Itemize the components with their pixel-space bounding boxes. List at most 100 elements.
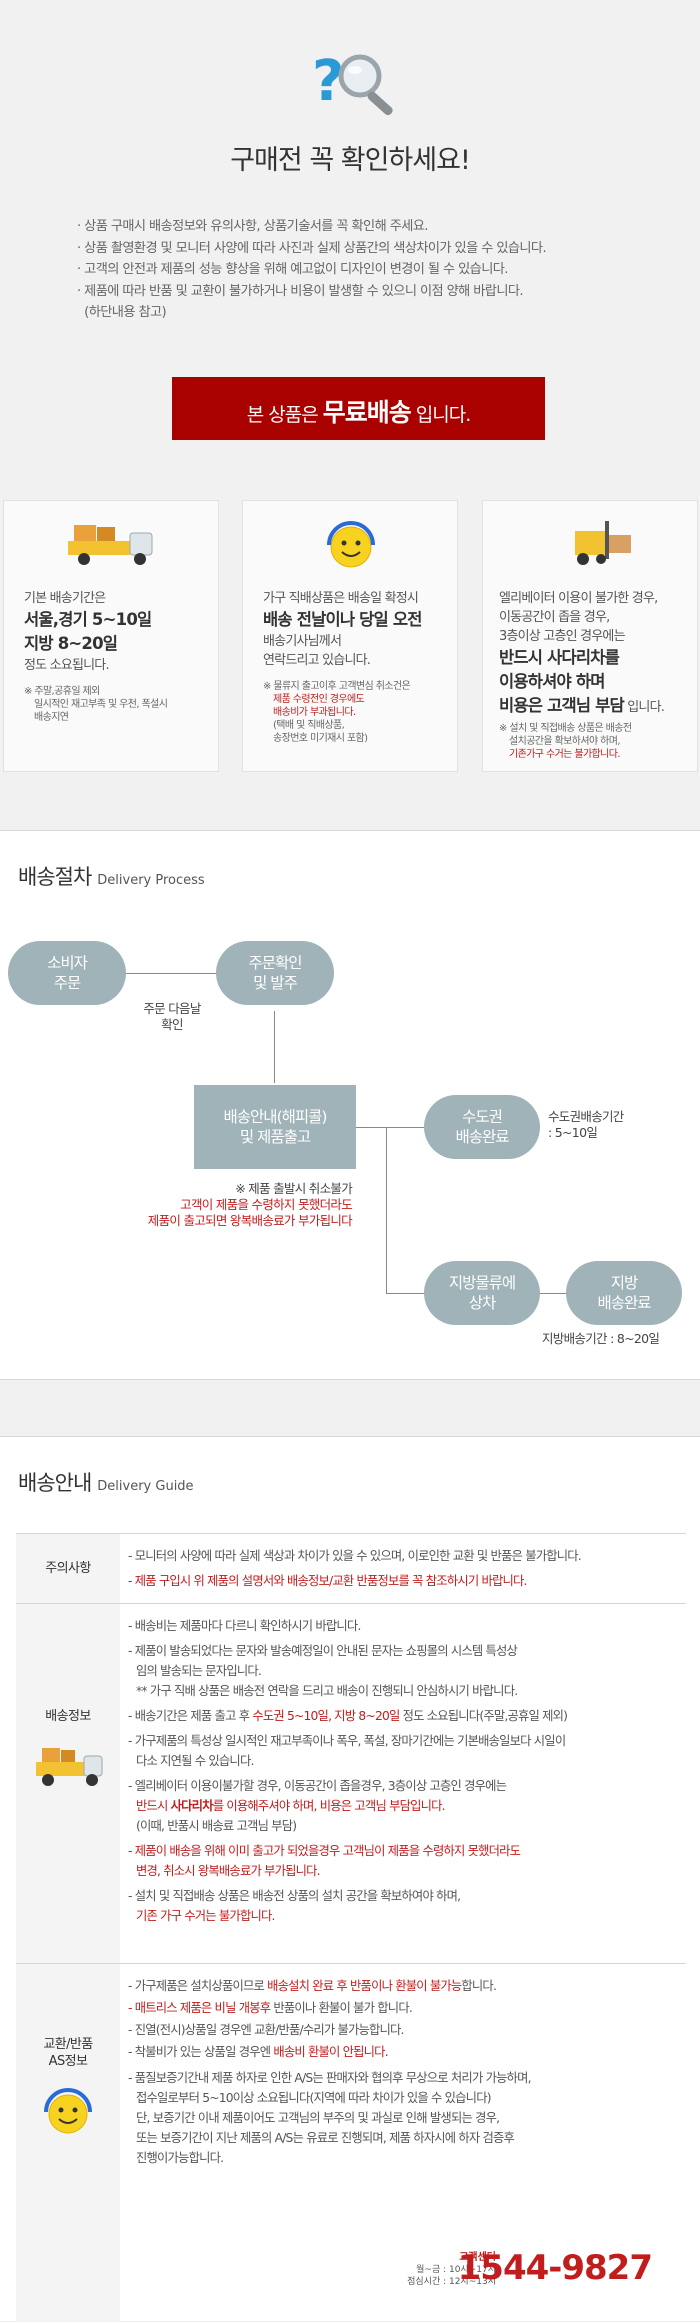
as-item: 단, 보증기간 이내 제품이어도 고객님의 부주의 및 과실로 인해 발생되는 … (136, 2111, 500, 2125)
row-label: 교환/반품 AS정보 (16, 2036, 120, 2070)
card-text: 배송기사님께서 (263, 634, 342, 649)
shipping-item-red: 수도권 5~10일, 지방 8~20일 (252, 1709, 400, 1723)
notice-item: · 제품에 따라 반품 및 교환이 불가하거나 비용이 발생할 수 있으니 이점… (77, 283, 524, 299)
shipping-item-red: 기존 가구 수거는 불가합니다. (136, 1909, 275, 1923)
node-delivery-guide: 배송안내(해피콜) 및 제품출고 (194, 1085, 356, 1169)
notice-list: · 상품 구매시 배송정보와 유의사항, 상품기술서를 꼭 확인해 주세요. ·… (77, 216, 657, 324)
as-item: - 품질보증기간내 제품 하자로 인한 A/S는 판매자와 협의후 무상으로 처… (128, 2071, 532, 2085)
shipping-item: - 엘리베이터 이용이불가할 경우, 이동공간이 좁을경우, 3층이상 고층인 … (128, 1779, 507, 1793)
regional-period-note: 지방배송기간 : 8~20일 (542, 1331, 660, 1346)
card-highlight: 비용은 고객님 부담 (499, 696, 625, 715)
connector-line (386, 1127, 387, 1293)
card-footnote: 설치공간을 확보하셔야 하며, (509, 736, 621, 747)
card-footnote: 일시적인 재고부족 및 우천, 폭설시 (34, 699, 168, 710)
card-footnote-red: 제품 수령전인 경우에도 (273, 694, 365, 705)
customer-center-hours: 점심시간 : 12시~13시 (407, 2277, 496, 2287)
row-label-cell: 교환/반품 AS정보 (16, 1964, 120, 2322)
row-label: 배송정보 (45, 1709, 91, 1724)
notice-item: · 상품 촬영환경 및 모니터 사양에 따라 사진과 실제 상품간의 색상차이가… (77, 240, 547, 256)
as-item: - 진열(전시)상품일 경우엔 교환/반품/수리가 불가능합니다. (128, 2023, 404, 2037)
delivery-truck-icon (36, 1748, 103, 1786)
card-highlight: 이용하셔야 하며 (499, 672, 605, 691)
connector-line (356, 1127, 426, 1128)
card-footnote: 배송지연 (34, 712, 69, 723)
shipping-item: 정도 소요됩니다(주말,공휴일 제외) (399, 1709, 568, 1723)
as-item: 또는 보증기간이 지난 제품의 A/S는 유료로 진행되며, 제품 하자시에 하… (136, 2131, 515, 2145)
shipping-item-red: 변경, 취소시 왕복배송료가 부가됩니다. (136, 1864, 321, 1878)
as-item-red: 배송설치 완료 후 반품이나 환불이 불가능 (267, 1979, 462, 1993)
card-text: 가구 직배상품은 배송일 확정시 (263, 591, 419, 606)
delivery-guide-section: 배송안내 Delivery Guide 주의사항 - 모니터의 사양에 따라 실제… (0, 1436, 700, 2322)
section-title: 배송안내 Delivery Guide (18, 1467, 194, 1497)
svg-text:?: ? (312, 49, 344, 114)
connector-line (274, 1011, 275, 1083)
shipping-item-red: 사다리차 (170, 1799, 214, 1813)
customer-center-phone[interactable]: 1544-9827 (457, 2248, 653, 2288)
card-footnote: ※ 설치 및 직접배송 상품은 배송전 (499, 723, 632, 734)
forklift-icon (575, 521, 631, 565)
card-highlight: 반드시 사다리차를 (499, 648, 620, 667)
as-item: 진행이가능합니다. (136, 2151, 224, 2165)
shipping-item-red: 반드시 (136, 1799, 171, 1813)
customer-center-hours: 월~금 : 10시~17시 (416, 2265, 496, 2275)
smiley-headset-icon (327, 521, 375, 568)
customer-center-info: 고객센터 월~금 : 10시~17시 점심시간 : 12시~13시 (407, 2252, 496, 2288)
card-footnote: ※ 물류지 출고이후 고객변심 취소건은 (263, 681, 411, 692)
connector-line (386, 1293, 426, 1294)
card-footnote: 송장번호 미기재시 포함) (273, 733, 368, 744)
section-title-en: Delivery Guide (97, 1479, 194, 1494)
delivery-period-card: 기본 배송기간은 서울,경기 5~10일 지방 8~20일 정도 소요됩니다. … (3, 500, 219, 772)
connector-line (538, 1293, 568, 1294)
section-title-ko: 배송안내 (18, 1471, 92, 1495)
free-shipping-banner: 본 상품은 무료배송 입니다. (172, 377, 545, 440)
shipping-item: - 배송비는 제품마다 다르니 확인하시기 바랍니다. (128, 1619, 361, 1633)
node-consumer-order: 소비자 주문 (8, 941, 126, 1005)
card-text: 이동공간이 좁을 경우, (499, 610, 610, 625)
caution-row: 주의사항 - 모니터의 사양에 따라 실제 색상과 차이가 있을 수 있으며, … (16, 1533, 686, 1604)
card-text: 연락드리고 있습니다. (263, 653, 371, 668)
exchange-as-row: 교환/반품 AS정보 - 가구제품은 설치상품이므로 배송설치 완료 후 반품이나… (16, 1963, 686, 2322)
node-order-confirm: 주문확인 및 발주 (216, 941, 334, 1005)
node-regional-complete: 지방 배송완료 (566, 1261, 682, 1325)
delivery-truck-icon (68, 525, 153, 565)
as-item-red: 배송비 환불이 안됩니다. (273, 2045, 388, 2059)
banner-highlight: 무료배송 (322, 398, 412, 427)
as-item: - 착불비가 있는 상품일 경우엔 (128, 2045, 274, 2059)
shipping-item: ** 가구 직배 상품은 배송전 연락을 드리고 배송이 진행되니 안심하시기 … (136, 1684, 518, 1698)
smiley-headset-icon (44, 2088, 92, 2134)
card-highlight: 배송 전날이나 당일 오전 (263, 610, 422, 629)
banner-prefix: 본 상품은 (246, 404, 323, 426)
card-text: 엘리베이터 이용이 불가한 경우, (499, 591, 658, 606)
as-item-red: - 매트리스 제품은 비닐 개봉후 (128, 2001, 271, 2015)
notice-item: · 상품 구매시 배송정보와 유의사항, 상품기술서를 꼭 확인해 주세요. (77, 219, 428, 234)
cancel-note-red: 고객이 제품을 수령하지 못했더라도 (180, 1197, 353, 1212)
card-text: 기본 배송기간은 (24, 591, 106, 606)
delivery-process-section: 배송절차 Delivery Process 소비자 주문 주문확인 및 발주 배송… (0, 830, 700, 1380)
page-title: 구매전 꼭 확인하세요! (230, 145, 471, 176)
as-item: 접수일로부터 5~10이상 소요됩니다(지역에 따라 차이가 있을 수 있습니다… (136, 2091, 492, 2105)
shipping-item: - 배송기간은 제품 출고 후 (128, 1709, 253, 1723)
card-footnote: ※ 주말,공휴일 제외 (24, 686, 100, 697)
row-label-line: 교환/반품 (43, 2037, 93, 2052)
card-highlight: 서울,경기 5~10일 (24, 610, 152, 629)
direct-delivery-card: 가구 직배상품은 배송일 확정시 배송 전날이나 당일 오전 배송기사님께서 연… (242, 500, 458, 772)
card-text: 3층이상 고층인 경우에는 (499, 629, 626, 644)
card-text: 입니다. (623, 700, 665, 715)
shipping-item: 다소 지연될 수 있습니다. (136, 1754, 254, 1768)
cancel-note: ※ 제품 출발시 취소불가 고객이 제품을 수령하지 못했더라도 제품이 출고되… (80, 1181, 353, 1229)
row-label: 주의사항 (45, 1561, 91, 1576)
row-label-line: AS정보 (48, 2054, 88, 2069)
row-label-cell: 배송정보 (16, 1604, 120, 1964)
as-item: - 가구제품은 설치상품이므로 (128, 1979, 268, 1993)
magnifier-question-icon: ? (312, 49, 393, 116)
shipping-item: - 제품이 발송되었다는 문자와 발송예정일이 안내된 문자는 쇼핑몰의 시스템… (128, 1644, 518, 1658)
caution-item: - 모니터의 사양에 따라 실제 색상과 차이가 있을 수 있으며, 이로인한 … (128, 1549, 582, 1563)
section-title-en: Delivery Process (97, 873, 205, 888)
shipping-item: 임의 발송되는 문자입니다. (136, 1664, 262, 1678)
shipping-item: - 가구제품의 특성상 일시적인 재고부족이나 폭우, 폭설, 장마기간에는 기… (128, 1734, 566, 1748)
shipping-item-red: - 제품이 배송을 위해 이미 출고가 되었을경우 고객님이 제품을 수령하지 … (128, 1844, 521, 1858)
node-capital-complete: 수도권 배송완료 (424, 1095, 540, 1159)
section-title-ko: 배송절차 (18, 865, 92, 889)
row-label-cell: 주의사항 (16, 1534, 120, 1604)
next-day-note: 주문 다음날 확인 (143, 1001, 201, 1032)
